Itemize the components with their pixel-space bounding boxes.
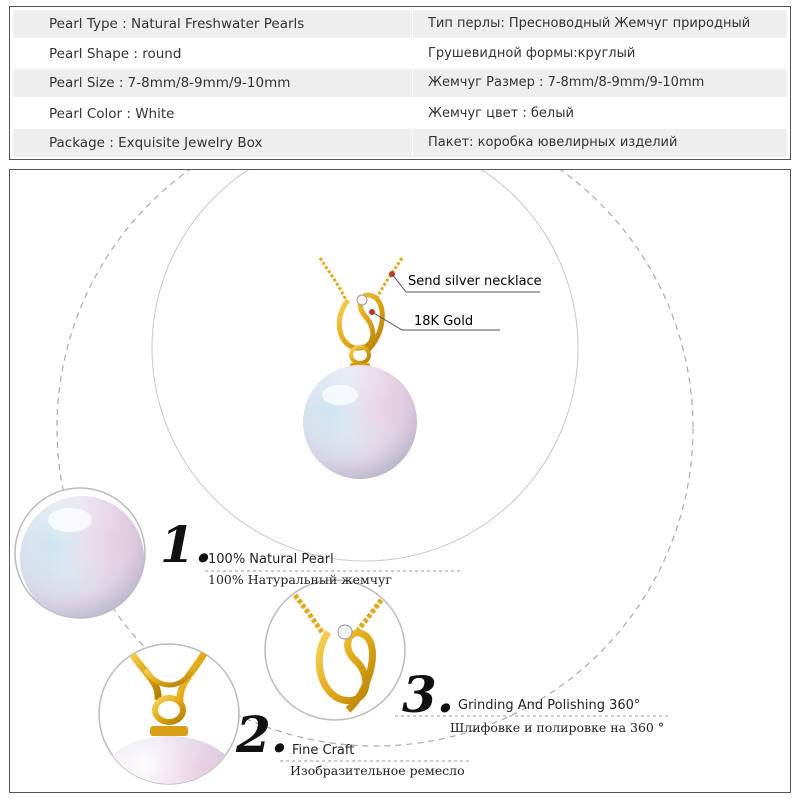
spec-row: Pearl Type : Natural Freshwater Pearls Т… xyxy=(13,10,787,38)
spec-cell-ru: Жемчуг цвет : белый xyxy=(428,106,574,121)
spec-cell-en: Package : Exquisite Jewelry Box xyxy=(49,135,263,151)
feature-number: 3. xyxy=(402,665,455,724)
gold-callout: 18K Gold xyxy=(414,314,474,329)
necklace-callout: Send silver necklace xyxy=(408,274,542,289)
feature-label-en: Grinding And Polishing 360° xyxy=(458,698,641,713)
inner-ring xyxy=(151,170,579,562)
feature-label-en: Fine Craft xyxy=(292,743,355,758)
feature-label-ru: Изобразительное ремесло xyxy=(290,763,465,778)
product-illustration xyxy=(14,170,694,785)
spec-cell-ru: Грушевидной формы:круглый xyxy=(428,46,636,61)
spec-row: Pearl Size : 7-8mm/8-9mm/9-10mm Жемчуг Р… xyxy=(13,69,787,97)
product-panel: Send silver necklace 18K Gold 1. 100% Na… xyxy=(9,169,791,793)
spec-cell-en: Pearl Color : White xyxy=(49,106,175,122)
spec-row: Package : Exquisite Jewelry Box Пакет: к… xyxy=(13,129,787,157)
pendant-main xyxy=(303,257,417,479)
spec-cell-en: Pearl Size : 7-8mm/8-9mm/9-10mm xyxy=(49,75,291,91)
polish-closeup xyxy=(264,579,406,721)
spec-cell-ru: Пакет: коробка ювелирных изделий xyxy=(428,135,678,150)
spec-row: Pearl Color : White Жемчуг цвет : белый xyxy=(13,100,787,128)
dashed-ring xyxy=(56,170,694,747)
spec-row: Pearl Shape : round Грушевидной формы:кр… xyxy=(13,40,787,68)
pearl-closeup xyxy=(14,487,146,619)
feature-label-en: 100% Natural Pearl xyxy=(208,552,334,567)
spec-cell-ru: Тип перлы: Пресноводный Жемчуг природный xyxy=(428,16,751,31)
feature-number: 2. xyxy=(236,705,289,764)
spec-cell-ru: Жемчуг Размер : 7-8mm/8-9mm/9-10mm xyxy=(428,75,705,90)
column-divider xyxy=(412,10,413,156)
feature-number: 1. xyxy=(160,515,213,574)
spec-cell-en: Pearl Shape : round xyxy=(49,46,182,62)
spec-table: Pearl Type : Natural Freshwater Pearls Т… xyxy=(9,6,791,160)
spec-cell-en: Pearl Type : Natural Freshwater Pearls xyxy=(49,16,305,32)
feature-label-ru: 100% Натуральный жемчуг xyxy=(208,572,392,587)
feature-label-ru: Шлифовке и полировке на 360 ° xyxy=(450,720,665,735)
craft-closeup xyxy=(98,643,240,785)
